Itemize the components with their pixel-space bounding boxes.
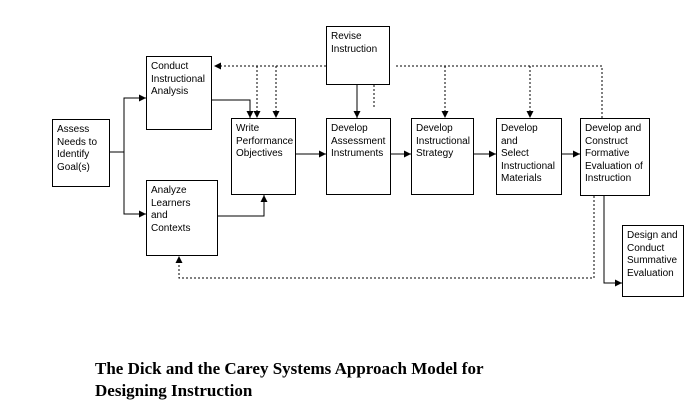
- arrow-conduct-to-write: [212, 99, 254, 118]
- box-write-objectives: Write Performance Objectives: [231, 118, 296, 195]
- arrow-assess-to-conduct: [110, 94, 146, 153]
- box-revise-instruction: Revise Instruction: [326, 26, 390, 85]
- box-instructional-strategy: Develop Instructional Strategy: [411, 118, 474, 195]
- arrow-assess-to-analyze: [123, 152, 146, 218]
- box-summative-evaluation: Design and Conduct Summative Evaluation: [622, 225, 684, 297]
- box-instructional-materials: Develop and Select Instructional Materia…: [496, 118, 562, 195]
- box-analyze-learners: Analyze Learners and Contexts: [146, 180, 218, 256]
- box-conduct-analysis: Conduct Instructional Analysis: [146, 56, 212, 130]
- feedback-top-line: [394, 65, 603, 118]
- arrow-analyze-to-write: [218, 195, 268, 217]
- feedback-bottom-loop: [175, 196, 595, 279]
- box-assessment-instruments: Develop Assessment Instruments: [326, 118, 391, 195]
- box-assess-needs: Assess Needs to Identify Goal(s): [52, 119, 110, 187]
- box-formative-evaluation: Develop and Construct Formative Evaluati…: [580, 118, 650, 196]
- arrow-formative-to-summative: [603, 196, 622, 287]
- figure-caption: The Dick and the Carey Systems Approach …: [95, 359, 484, 400]
